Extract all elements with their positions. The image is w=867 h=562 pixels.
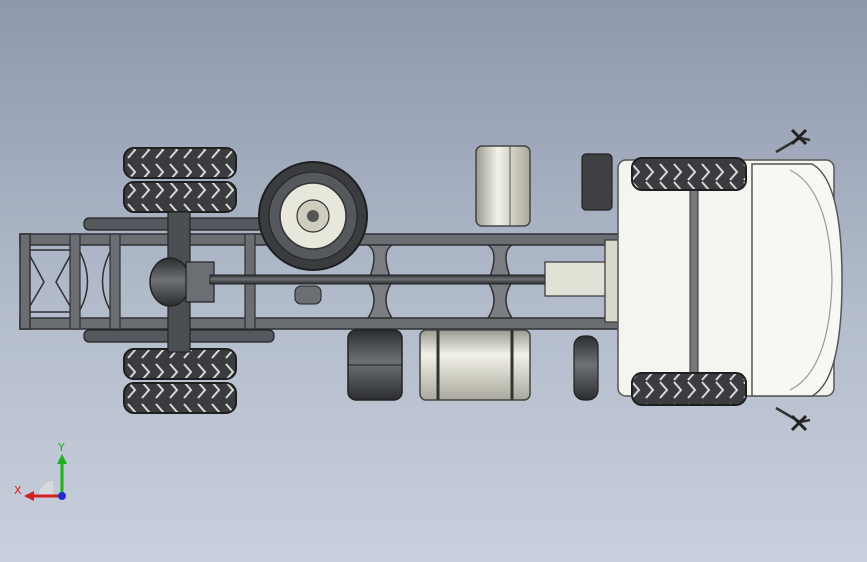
air-tank-upper[interactable] (475, 145, 531, 227)
front-tires[interactable] (631, 157, 747, 406)
mirrors[interactable] (775, 128, 811, 432)
air-filter[interactable] (573, 153, 613, 401)
triad-x-label: X (14, 484, 22, 497)
rear-suspension[interactable] (83, 211, 275, 353)
triad-z-axis (58, 492, 66, 500)
transmission[interactable] (544, 261, 612, 297)
fuel-tank[interactable] (419, 329, 531, 401)
battery-box[interactable] (347, 329, 403, 401)
triad-y-label: Y (57, 441, 65, 454)
cab[interactable] (617, 159, 843, 397)
spare-tire[interactable] (258, 161, 368, 271)
coordinate-triad: X Y (14, 441, 67, 501)
